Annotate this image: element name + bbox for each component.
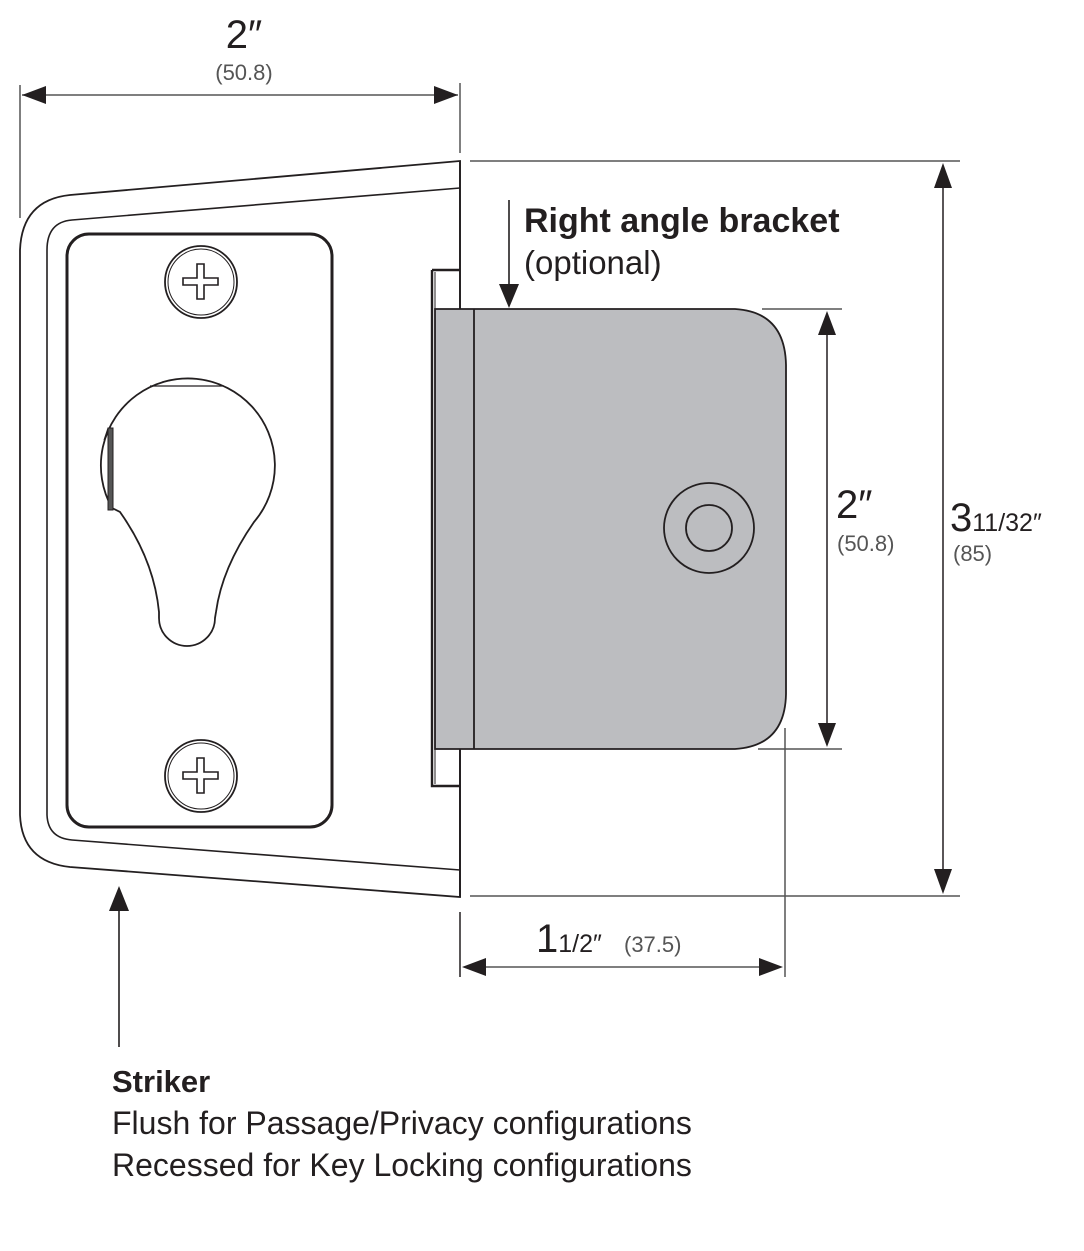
right-angle-bracket [430, 268, 787, 897]
arrowhead-right-icon [434, 86, 458, 104]
arrowhead-left-icon [462, 958, 486, 976]
dimension-value: 311/32″ [950, 496, 1042, 540]
bracket-plate [434, 308, 787, 750]
bracket-callout-subtitle: (optional) [524, 244, 662, 281]
bracket-callout-title: Right angle bracket [524, 202, 840, 240]
dimension-metric: (85) [953, 541, 992, 566]
arrowhead-up-icon [934, 163, 952, 188]
phillips-screw-bottom-icon [164, 739, 238, 813]
phillips-screw-top-icon [164, 245, 238, 319]
bracket-depth-dimension: 11/2″ (37.5) [459, 728, 786, 977]
dimension-metric: (37.5) [624, 932, 681, 957]
striker-callout-title: Striker [112, 1064, 210, 1099]
striker-callout-line: Recessed for Key Locking configurations [112, 1147, 692, 1183]
dimension-value: 11/2″ [536, 917, 602, 961]
dimension-metric: (50.8) [837, 531, 894, 556]
arrowhead-up-icon [109, 886, 129, 911]
dimension-value: 2″ [836, 483, 872, 527]
arrowhead-up-icon [818, 311, 836, 335]
dimension-value: 2″ [226, 13, 262, 57]
striker-callout-line: Flush for Passage/Privacy configurations [112, 1105, 692, 1141]
striker [19, 160, 461, 898]
arrowhead-right-icon [759, 958, 783, 976]
arrowhead-down-icon [499, 284, 519, 308]
arrowhead-left-icon [22, 86, 46, 104]
mounting-hole-icon [663, 482, 755, 574]
overall-height-dimension: 311/32″ (85) [470, 160, 1042, 897]
bracket-height-dimension: 2″ (50.8) [758, 308, 894, 750]
arrowhead-down-icon [818, 723, 836, 747]
top-width-dimension: 2″ (50.8) [19, 13, 461, 218]
striker-callout: Striker Flush for Passage/Privacy config… [109, 886, 692, 1183]
bracket-flange-outline [430, 270, 460, 788]
arrowhead-down-icon [934, 869, 952, 894]
dimension-metric: (50.8) [215, 60, 272, 85]
striker-inner-edge [46, 187, 461, 871]
keyhole-latch-opening-icon [100, 377, 276, 647]
bracket-callout: Right angle bracket (optional) [499, 200, 840, 308]
